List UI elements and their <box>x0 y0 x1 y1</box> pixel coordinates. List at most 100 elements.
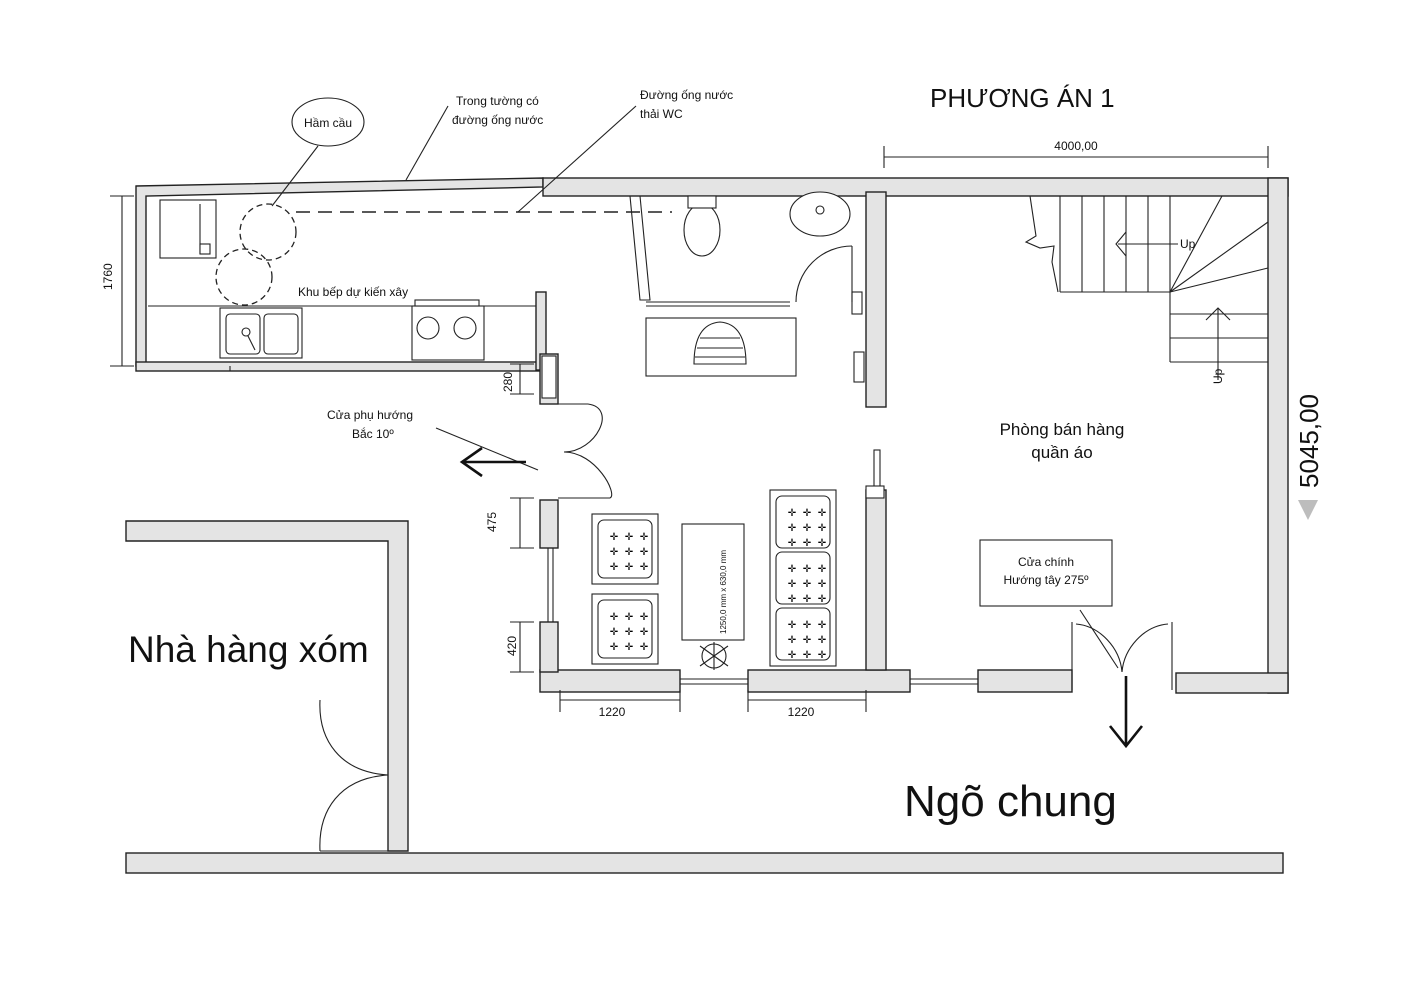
cushion-star-icon: ✛ <box>803 564 812 575</box>
cushion-star-icon: ✛ <box>803 538 812 549</box>
dim-bottom-1: 1220 <box>599 705 626 719</box>
main-door-note-box <box>979 539 1113 607</box>
dim-right-depth: 5045,00 <box>1294 394 1324 488</box>
shop-furniture: ✛ ✛ ✛ ✛ ✛ ✛ ✛ ✛ ✛ ✛ ✛ ✛ ✛ ✛ ✛ ✛ ✛ ✛ ✛ ✛ ✛ ✛ ✛ ✛ ✛ ✛ ✛ ✛ ✛ ✛ ✛ ✛ ✛ ✛ ✛ ✛ ✛ ✛ ✛ ✛… <box>591 489 837 670</box>
side-door-label-1: Cửa phụ hướng <box>327 408 413 422</box>
cushion-star-icon: ✛ <box>625 612 634 623</box>
main-door-label-1: Cửa chính <box>1018 555 1074 569</box>
pipe-wall-label-1: Trong tường có <box>456 94 539 108</box>
ham-cau-bubble <box>291 97 365 147</box>
cushion-star-icon: ✛ <box>788 650 797 661</box>
cushion-star-icon: ✛ <box>818 620 827 631</box>
coffee-table <box>681 523 745 641</box>
cushion-star-icon: ✛ <box>818 579 827 590</box>
shop-label-2: quần áo <box>1031 443 1092 462</box>
cushion-star-icon: ✛ <box>803 508 812 519</box>
cushion-star-icon: ✛ <box>818 650 827 661</box>
cushion-star-icon: ✛ <box>818 594 827 605</box>
cushion-star-icon: ✛ <box>625 642 634 653</box>
septic-tank-1 <box>239 203 297 261</box>
neighbor-label: Nhà hàng xóm <box>128 629 369 670</box>
kitchen-label: Khu bếp dự kiến xây <box>298 285 408 299</box>
dimension-lines <box>110 146 1318 712</box>
cushion-star-icon: ✛ <box>818 538 827 549</box>
pipe-wall-label-2: đường ống nước <box>452 113 543 127</box>
cushion-star-icon: ✛ <box>788 620 797 631</box>
toilet <box>683 203 721 257</box>
wc-pipe-label-1: Đường ống nước <box>640 88 733 102</box>
side-door-label-2: Bắc 10º <box>352 426 394 441</box>
up-label-1: Up <box>1180 237 1196 251</box>
wc-door <box>795 245 853 303</box>
cushion-star-icon: ✛ <box>788 579 797 590</box>
cushion-star-icon: ✛ <box>625 562 634 573</box>
left-wall-lower <box>539 621 559 673</box>
staircase <box>1024 195 1269 380</box>
cushion-star-icon: ✛ <box>625 627 634 638</box>
cushion-star-icon: ✛ <box>610 612 619 623</box>
table-size-label: 1250,0 mm x 630,0 mm <box>719 550 728 634</box>
kitchen-wall-bottom <box>135 361 547 372</box>
cushion-star-icon: ✛ <box>788 508 797 519</box>
cushion-star-icon: ✛ <box>788 564 797 575</box>
cushion-star-icon: ✛ <box>803 620 812 631</box>
cushion-star-icon: ✛ <box>640 532 649 543</box>
cushion-star-icon: ✛ <box>818 564 827 575</box>
dim-kitchen-depth: 1760 <box>101 263 115 290</box>
partition-wall <box>865 191 887 408</box>
cushion-star-icon: ✛ <box>818 508 827 519</box>
bottom-wall-3 <box>977 669 1073 693</box>
cushion-star-icon: ✛ <box>610 532 619 543</box>
cushion-star-icon: ✛ <box>640 562 649 573</box>
cushion-star-icon: ✛ <box>788 523 797 534</box>
cushion-star-icon: ✛ <box>803 594 812 605</box>
cushion-star-icon: ✛ <box>803 523 812 534</box>
kitchen <box>148 199 672 361</box>
lane-wall <box>125 852 1284 874</box>
left-wall-mid <box>539 499 559 549</box>
dim-top-width: 4000,00 <box>1054 139 1098 153</box>
up-label-2: Up <box>1211 368 1225 384</box>
cushion-star-icon: ✛ <box>803 650 812 661</box>
windows <box>229 366 978 685</box>
cushion-star-icon: ✛ <box>610 547 619 558</box>
cushion-star-icon: ✛ <box>818 523 827 534</box>
bottom-wall-2 <box>747 669 911 693</box>
shop-label-1: Phòng bán hàng <box>1000 420 1125 439</box>
cushion-star-icon: ✛ <box>610 562 619 573</box>
cushion-star-icon: ✛ <box>610 627 619 638</box>
cushion-star-icon: ✛ <box>625 547 634 558</box>
wc <box>541 191 865 399</box>
cushion-star-icon: ✛ <box>640 547 649 558</box>
top-wall-right <box>542 177 1289 197</box>
cushion-star-icon: ✛ <box>610 642 619 653</box>
main-door-label-2: Hướng tây 275º <box>1004 573 1090 587</box>
septic-tank-2 <box>215 248 273 306</box>
neighbor-wall <box>125 520 409 852</box>
plant <box>699 642 729 670</box>
ham-cau-label: Hầm cầu <box>304 116 352 130</box>
bottom-wall-right <box>1175 672 1289 694</box>
alley-label: Ngõ chung <box>904 777 1117 826</box>
level-marker <box>1298 500 1318 520</box>
cushion-star-icon: ✛ <box>625 532 634 543</box>
cushion-star-icon: ✛ <box>803 579 812 590</box>
cushion-star-icon: ✛ <box>640 612 649 623</box>
cushion-star-icon: ✛ <box>640 642 649 653</box>
cushion-star-icon: ✛ <box>788 594 797 605</box>
text-layer: PHƯƠNG ÁN 1 Hầm cầu Trong tường có đường… <box>101 83 1324 826</box>
leaders <box>271 97 1144 749</box>
doors <box>319 403 1173 852</box>
cushion-star-icon: ✛ <box>788 538 797 549</box>
cushion-star-icon: ✛ <box>788 635 797 646</box>
dim-bottom-2: 1220 <box>788 705 815 719</box>
right-wall <box>1267 177 1289 694</box>
dim-280: 280 <box>501 372 515 392</box>
wc-pipe-label-2: thải WC <box>640 107 683 121</box>
shop-partition <box>865 489 887 671</box>
bottom-wall-1 <box>539 669 681 693</box>
cushion-star-icon: ✛ <box>640 627 649 638</box>
cushion-star-icon: ✛ <box>818 635 827 646</box>
